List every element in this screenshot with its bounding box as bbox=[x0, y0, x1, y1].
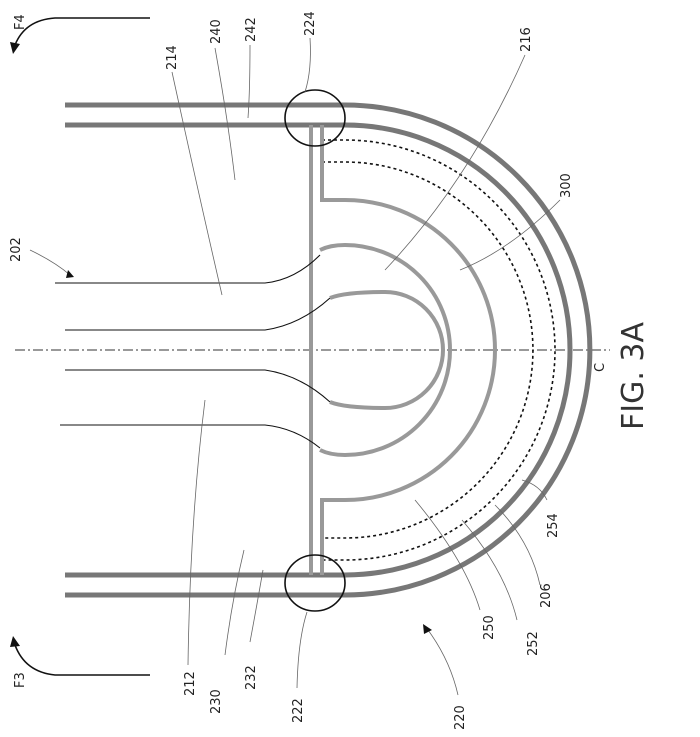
leader-214 bbox=[171, 71, 223, 296]
inner-tube-254 bbox=[65, 122, 573, 578]
leader-202 bbox=[29, 249, 71, 276]
arrowhead-220-icon bbox=[423, 624, 432, 634]
figure-title: FIG. 3A bbox=[616, 321, 651, 430]
line-202-c bbox=[65, 369, 331, 403]
leader-230 bbox=[224, 549, 245, 656]
wall-inner bbox=[320, 125, 497, 575]
leader-206 bbox=[494, 504, 541, 586]
line-202-d bbox=[60, 424, 321, 449]
label-202: 202 bbox=[9, 237, 24, 262]
ring-300 bbox=[319, 242, 452, 458]
leader-220 bbox=[427, 629, 459, 696]
arrowhead-f4-icon bbox=[10, 42, 20, 54]
dotted-layer-252 bbox=[322, 139, 556, 561]
detail-circle-224 bbox=[284, 89, 346, 147]
label-c: C bbox=[593, 363, 608, 372]
leader-212 bbox=[187, 399, 206, 666]
leader-252 bbox=[461, 519, 518, 621]
label-240: 240 bbox=[209, 19, 224, 44]
arrowhead-f3-icon bbox=[10, 636, 20, 647]
label-220: 220 bbox=[453, 705, 468, 730]
leader-216 bbox=[384, 54, 526, 271]
arrow-f4 bbox=[14, 17, 150, 46]
label-222: 222 bbox=[291, 698, 306, 723]
label-216: 216 bbox=[519, 27, 534, 52]
leader-250 bbox=[414, 499, 481, 611]
arrowhead-202-icon bbox=[66, 270, 74, 278]
ring-inner bbox=[329, 289, 445, 411]
label-206: 206 bbox=[539, 583, 554, 608]
leader-224 bbox=[304, 37, 311, 93]
label-230: 230 bbox=[209, 689, 224, 714]
arrow-f3 bbox=[14, 644, 150, 676]
outer-tube-206 bbox=[65, 102, 593, 598]
leader-240 bbox=[214, 47, 236, 181]
label-300: 300 bbox=[559, 173, 574, 198]
label-f3: F3 bbox=[13, 672, 28, 688]
label-242: 242 bbox=[244, 17, 259, 42]
leader-300 bbox=[459, 199, 561, 271]
leader-254 bbox=[521, 479, 548, 501]
label-f4: F4 bbox=[13, 14, 28, 30]
label-212: 212 bbox=[183, 671, 198, 696]
leader-232 bbox=[249, 569, 264, 643]
leader-242 bbox=[247, 44, 251, 119]
label-250: 250 bbox=[482, 615, 497, 640]
leader-222 bbox=[296, 611, 308, 689]
line-202-b bbox=[65, 297, 331, 331]
label-214: 214 bbox=[165, 45, 180, 70]
label-252: 252 bbox=[526, 631, 541, 656]
label-232: 232 bbox=[244, 665, 259, 690]
label-254: 254 bbox=[546, 513, 561, 538]
label-224: 224 bbox=[303, 11, 318, 36]
detail-circle-222 bbox=[284, 554, 346, 612]
line-202-a bbox=[55, 254, 321, 284]
dotted-layer-250 bbox=[322, 161, 534, 539]
